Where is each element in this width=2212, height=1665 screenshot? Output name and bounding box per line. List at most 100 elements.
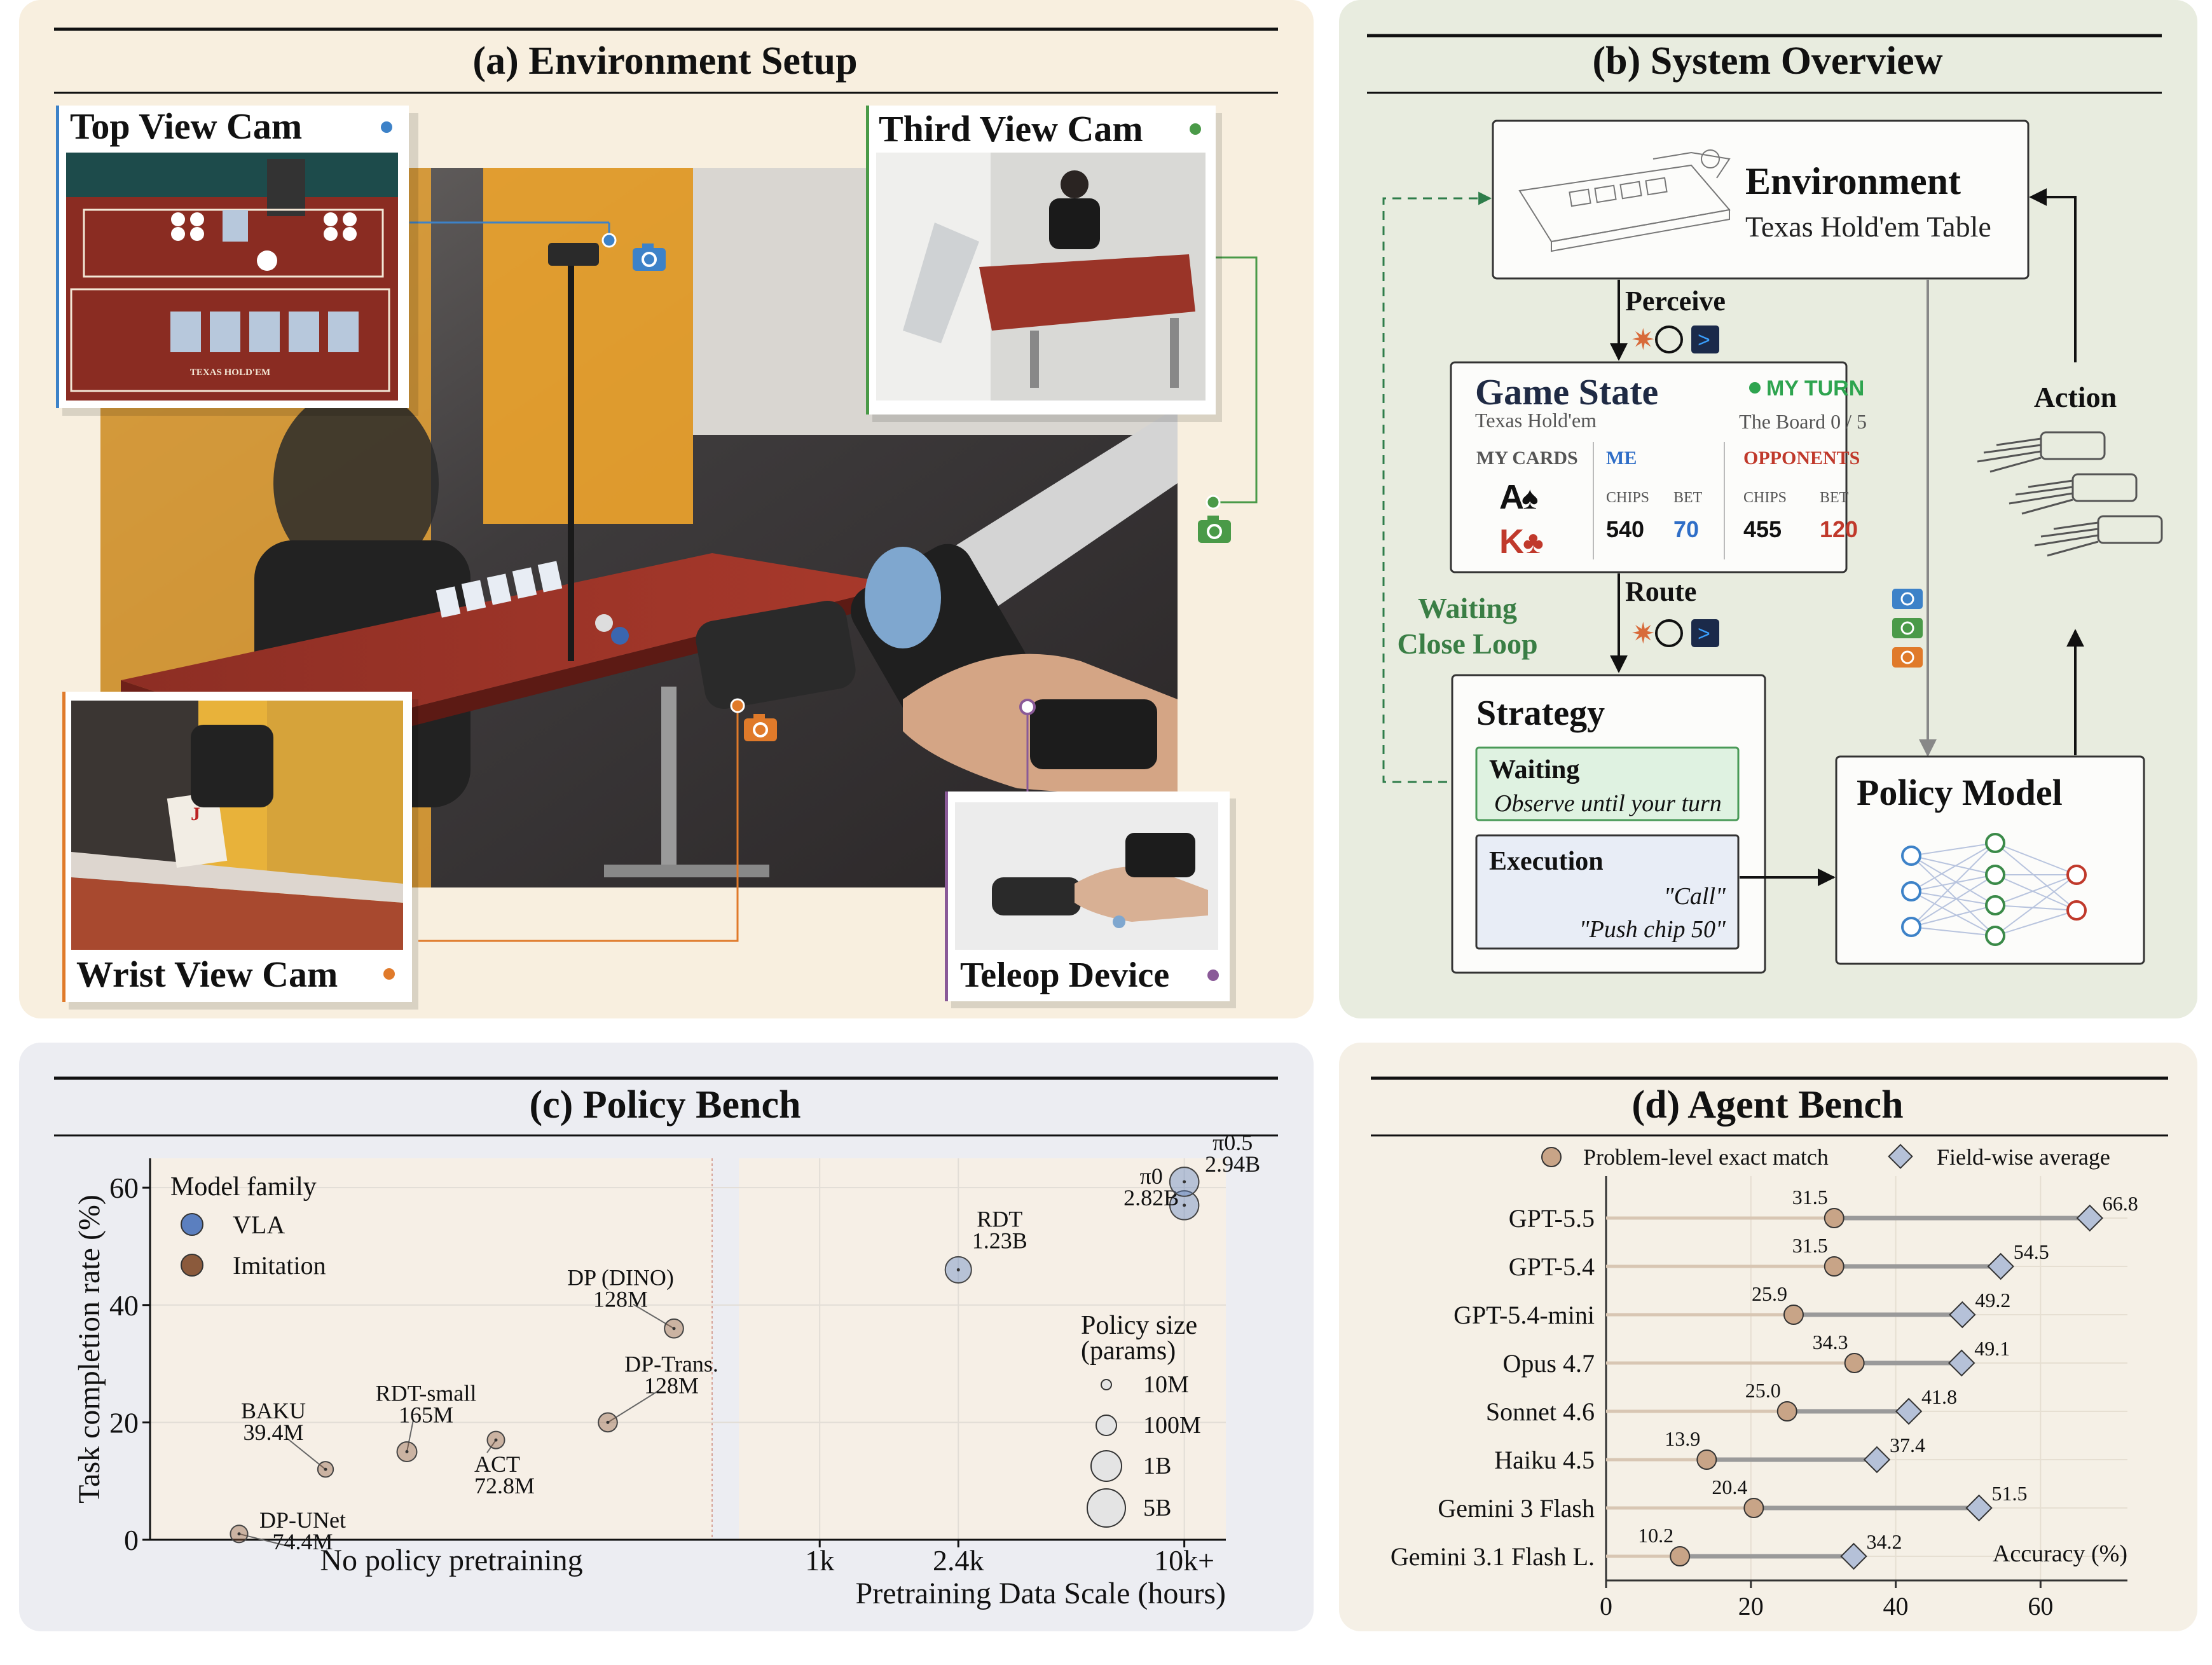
- exact-match-value: 13.9: [1665, 1427, 1700, 1450]
- opp-bet-value: 120: [1820, 516, 1858, 542]
- exact-match-marker: [1670, 1546, 1691, 1566]
- action-label: Action: [2034, 381, 2117, 413]
- legend-imitation-marker: [181, 1254, 203, 1277]
- scatter-center: [1183, 1203, 1186, 1207]
- legend-vla-label: VLA: [233, 1210, 285, 1239]
- scatter-label-name: RDT: [977, 1206, 1022, 1231]
- observation-camera-icons: [1892, 589, 1923, 668]
- exact-match-marker: [1783, 1305, 1804, 1325]
- strategy-title: Strategy: [1476, 694, 1605, 733]
- me-chips-label: CHIPS: [1606, 490, 1649, 506]
- size-legend-title-2: (params): [1081, 1336, 1176, 1366]
- size-legend-title-1: Policy size: [1081, 1311, 1197, 1340]
- environment-title: Environment: [1745, 160, 1961, 202]
- legend-field-marker: [1888, 1144, 1913, 1169]
- scatter-center: [324, 1467, 327, 1471]
- y-tick-label: 60: [109, 1172, 139, 1204]
- neural-network-icon: [1901, 833, 2087, 946]
- board-label: The Board 0 / 5: [1739, 410, 1867, 433]
- game-state-box: Game State Texas Hold'em MY TURN The Boa…: [1450, 361, 1867, 573]
- me-bet-label: BET: [1673, 490, 1703, 506]
- scatter-center: [956, 1268, 960, 1271]
- size-legend-100m-marker: [1096, 1415, 1117, 1436]
- robot-hand-icons: [1977, 431, 2163, 557]
- third-cam-icon: [1892, 618, 1923, 638]
- opp-chips-value: 455: [1743, 516, 1782, 542]
- field-average-value: 41.8: [1921, 1385, 1957, 1408]
- opp-chips-label: CHIPS: [1743, 490, 1787, 506]
- top-view-table-text: TEXAS HOLD'EM: [190, 367, 270, 378]
- scatter-point--0: π02.82B: [1123, 1163, 1200, 1221]
- panel-d-title: (d) Agent Bench: [1632, 1083, 1903, 1127]
- model-label: Opus 4.7: [1503, 1349, 1595, 1378]
- leader-line: [486, 1439, 497, 1453]
- model-row-haiku-4-5: Haiku 4.5 13.9 37.4: [1494, 1427, 2127, 1474]
- waiting-loop-arrow: [1382, 191, 1493, 783]
- scatter-point--0-5: π0.52.94B: [1169, 1130, 1260, 1197]
- waiting-loop-label-2: Close Loop: [1397, 627, 1537, 660]
- field-average-marker: [1895, 1397, 1923, 1425]
- terminal-icon: [1691, 325, 1719, 353]
- svg-text:>: >: [1698, 328, 1710, 352]
- no-pretrain-region: [150, 1158, 712, 1540]
- teleop-device-inset: Teleop Device: [945, 791, 1236, 1008]
- strategy-box: Strategy Waiting Observe until your turn…: [1451, 674, 1766, 974]
- top-cam-icon: [1892, 589, 1923, 609]
- scatter-label-name: RDT-small: [376, 1381, 477, 1406]
- action-arrow-env: [2029, 188, 2077, 362]
- perceive-model-icons: ✷ >: [1631, 324, 1719, 356]
- field-average-marker: [1965, 1494, 1993, 1522]
- perceive-label: Perceive: [1625, 285, 1726, 317]
- robot-hand-icon-2: [2009, 473, 2138, 515]
- legend-vla-marker: [181, 1213, 203, 1236]
- scatter-label-size: 72.8M: [474, 1473, 535, 1498]
- no-pretrain-label: No policy pretraining: [320, 1544, 582, 1577]
- field-average-value: 37.4: [1890, 1434, 1925, 1456]
- policy-model-box: Policy Model: [1835, 755, 2145, 965]
- environment-subtitle: Texas Hold'em Table: [1745, 210, 1991, 243]
- card-ace: A: [1499, 478, 1524, 516]
- field-average-value: 34.2: [1867, 1530, 1902, 1553]
- openai-icon: [1655, 619, 1683, 647]
- scatter-label-size: 1.23B: [972, 1228, 1027, 1253]
- wrist-cam-camera-icon: [744, 714, 777, 741]
- agent-bench-chart: Problem-level exact match Field-wise ave…: [1391, 1144, 2138, 1620]
- exact-match-marker: [1824, 1256, 1844, 1277]
- exact-match-value: 34.3: [1813, 1331, 1848, 1353]
- scatter-label-size: 128M: [593, 1287, 648, 1312]
- club-icon: ♣: [1523, 524, 1544, 560]
- model-label: Sonnet 4.6: [1486, 1397, 1595, 1426]
- model-label: Haiku 4.5: [1494, 1446, 1595, 1474]
- panel-d: (d) Agent Bench Problem-level exact matc…: [1339, 1043, 2197, 1631]
- svg-text:>: >: [1698, 622, 1710, 646]
- field-average-value: 66.8: [2103, 1192, 2138, 1215]
- game-state-subtitle: Texas Hold'em: [1475, 409, 1597, 432]
- exact-match-value: 20.4: [1712, 1476, 1747, 1498]
- model-row-sonnet-4-6: Sonnet 4.6 25.0 41.8: [1486, 1379, 2127, 1426]
- legend-exact-marker: [1541, 1147, 1562, 1167]
- field-average-marker: [1987, 1252, 2014, 1280]
- leader-line: [406, 1420, 414, 1452]
- field-average-value: 54.5: [2014, 1240, 2049, 1263]
- scatter-center: [405, 1450, 409, 1454]
- exact-match-value: 25.0: [1745, 1379, 1781, 1402]
- exact-match-marker: [1743, 1498, 1764, 1518]
- x-tick-label: 0: [1600, 1592, 1612, 1620]
- model-label: GPT-5.4-mini: [1453, 1301, 1595, 1329]
- exact-match-value: 25.9: [1752, 1282, 1787, 1305]
- route-label: Route: [1625, 576, 1696, 607]
- leader-line: [285, 1437, 326, 1470]
- execution-line-call: "Call": [1664, 883, 1726, 910]
- size-legend-10m-marker: [1101, 1379, 1112, 1390]
- scatter-center: [237, 1532, 241, 1536]
